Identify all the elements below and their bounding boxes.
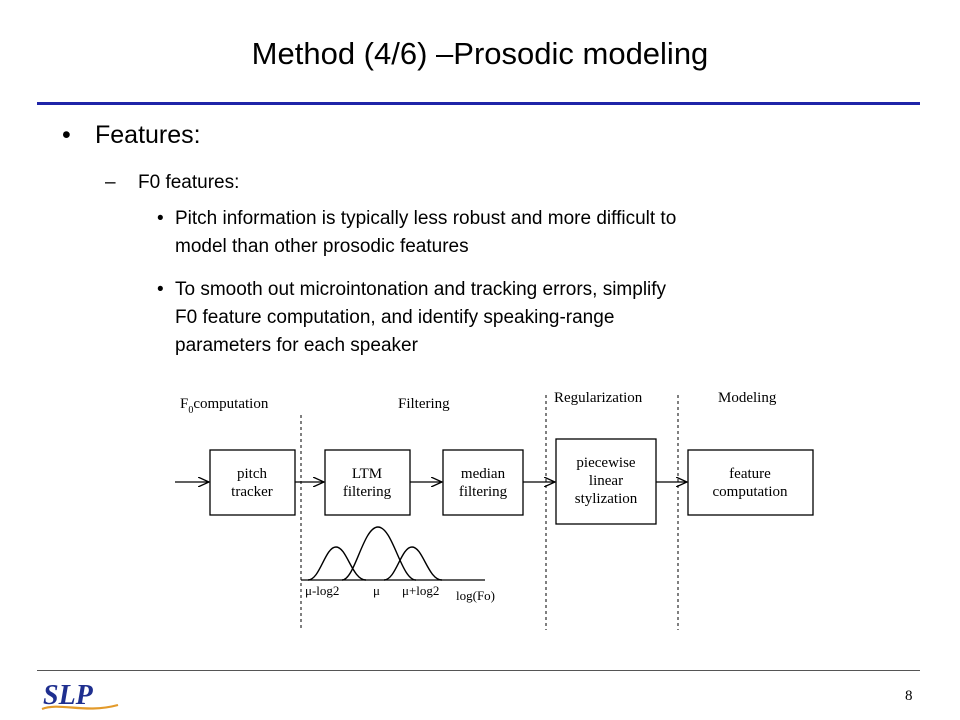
bullet-marker: •	[62, 121, 71, 149]
bullet-line: To smooth out microintonation and tracki…	[175, 279, 667, 300]
box-label: stylization	[575, 491, 638, 507]
page-number: 8	[905, 688, 913, 704]
slp-logo: SLP	[41, 680, 119, 711]
gaussian-curve-center	[341, 526, 417, 581]
bullet-text: Pitch information is typically less robu…	[175, 205, 895, 261]
axis-label-log-f0: log(Fo)	[456, 588, 495, 603]
box-label: median	[461, 466, 506, 482]
axis-label-mu-plus: μ+log2	[402, 583, 439, 598]
box-label: filtering	[459, 484, 508, 500]
box-label: linear	[589, 473, 623, 489]
dash-marker: –	[105, 172, 116, 193]
section-filtering: Filtering	[398, 396, 450, 412]
bullet-line: Pitch information is typically less robu…	[175, 208, 677, 229]
box-label: piecewise	[576, 455, 635, 471]
axis-label-mu: μ	[373, 583, 380, 598]
box-pitch-tracker	[209, 449, 296, 516]
box-label: pitch	[237, 466, 267, 482]
bullet-line: model than other prosodic features	[175, 236, 469, 257]
title-underline	[37, 102, 920, 105]
box-label: feature	[729, 466, 771, 482]
f0-rest: computation	[193, 396, 268, 412]
bullet-marker: •	[157, 208, 164, 229]
bullet-text: Features:	[95, 121, 201, 149]
box-label: filtering	[343, 484, 392, 500]
box-feature-computation	[687, 449, 814, 516]
slide-title: Method (4/6) –Prosodic modeling	[251, 36, 709, 71]
box-label: computation	[713, 484, 788, 500]
box-label: tracker	[231, 484, 273, 500]
f0-main: F	[180, 396, 188, 412]
section-regularization: Regularization	[554, 390, 643, 406]
logo-swoosh	[41, 703, 119, 711]
section-modeling: Modeling	[718, 390, 777, 406]
bullet-marker: •	[157, 279, 164, 300]
bullet-line: parameters for each speaker	[175, 335, 418, 356]
box-ltm-filtering	[324, 449, 411, 516]
gaussian-curve-left	[307, 546, 367, 581]
f0-processing-diagram: F0computation Filtering Regularization M…	[175, 390, 814, 630]
axis-label-mu-minus: μ-log2	[305, 583, 339, 598]
gaussian-curve-right	[383, 546, 443, 581]
footer-rule	[37, 670, 920, 671]
f0-subscript: 0	[188, 405, 193, 416]
bullet-text: F0 features:	[138, 172, 240, 193]
bullet-line: F0 feature computation, and identify spe…	[175, 307, 615, 328]
box-median-filtering	[442, 449, 524, 516]
section-f0-computation: F0computation	[180, 396, 269, 416]
box-label: LTM	[352, 466, 382, 482]
bullet-text: To smooth out microintonation and tracki…	[175, 276, 895, 360]
